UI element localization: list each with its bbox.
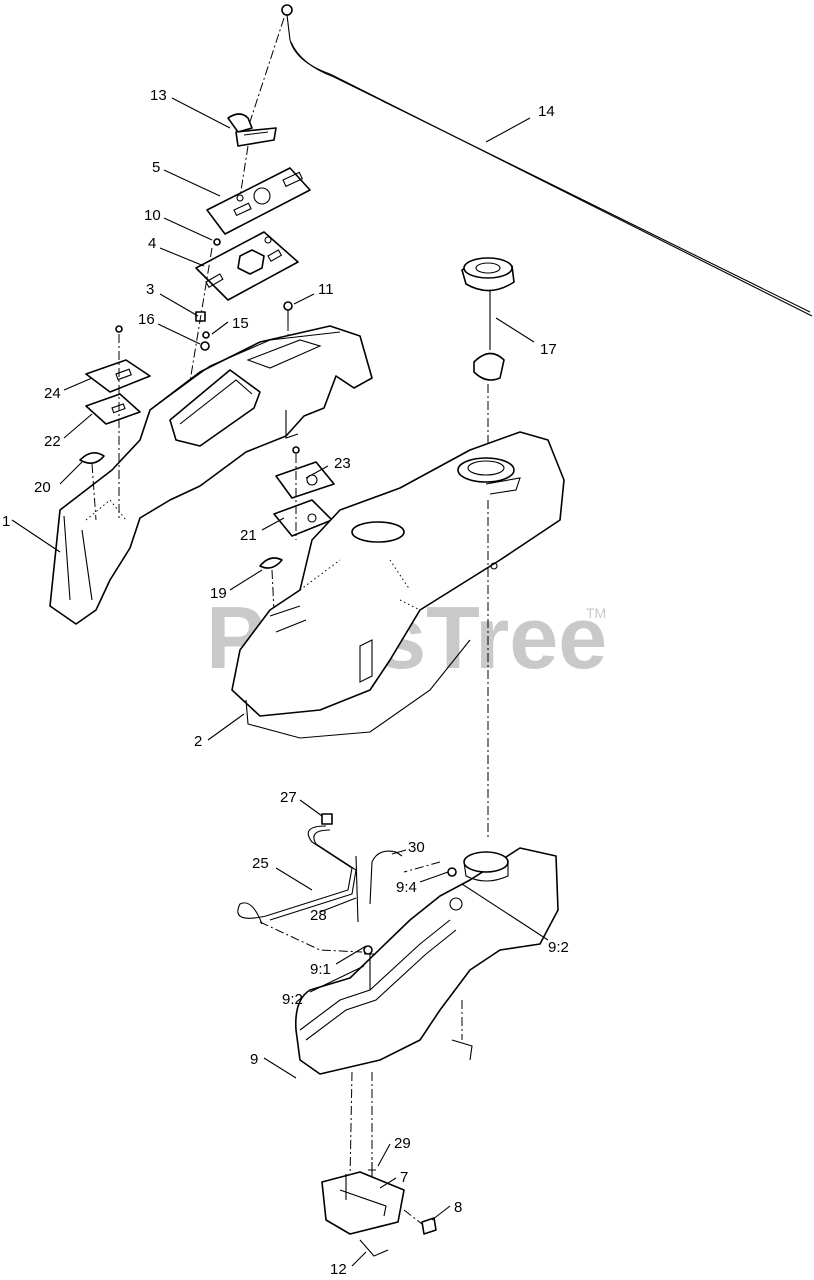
alignment-line-14 [243, 17, 285, 141]
callout-9-4: 9:4 [396, 879, 417, 896]
part-24-decal[interactable] [85, 359, 151, 393]
fuel-line-clip[interactable] [451, 1039, 473, 1061]
callout-8: 8 [454, 1199, 462, 1216]
part-9-fuel-tank[interactable] [294, 847, 559, 1075]
callout-16: 16 [138, 311, 155, 328]
callout-19: 19 [210, 585, 227, 602]
part-17-fuel-cap[interactable] [461, 257, 515, 381]
callout-21: 21 [240, 527, 257, 544]
part-11-screw[interactable] [283, 301, 293, 322]
alignment-line-9-4 [403, 861, 441, 873]
part-10-screw[interactable] [213, 238, 221, 246]
callout-23: 23 [334, 455, 351, 472]
part-4-control-panel[interactable] [195, 231, 299, 301]
part-15-washer[interactable] [202, 331, 210, 339]
callout-29: 29 [394, 1135, 411, 1152]
callout-28: 28 [310, 907, 327, 924]
callout-30: 30 [408, 839, 425, 856]
part-13-knob[interactable] [227, 113, 277, 147]
callout-27: 27 [280, 789, 297, 806]
callout-labels: 13 14 5 10 4 3 16 15 11 17 24 22 20 1 23… [2, 87, 569, 1278]
callout-24: 24 [44, 385, 61, 402]
callout-17: 17 [540, 341, 557, 358]
callout-25: 25 [252, 855, 269, 872]
part-19-grip[interactable] [259, 557, 283, 569]
callout-2: 2 [194, 733, 202, 750]
callout-14: 14 [538, 103, 555, 120]
callout-3: 3 [146, 281, 154, 298]
callout-9: 9 [250, 1051, 258, 1068]
callout-15: 15 [232, 315, 249, 332]
screw-above-24[interactable] [115, 325, 123, 333]
callout-13: 13 [150, 87, 167, 104]
callout-11: 11 [318, 281, 334, 298]
part-5-control-decal[interactable] [206, 167, 311, 235]
part-20-grip[interactable] [79, 452, 105, 464]
callout-5: 5 [152, 159, 160, 176]
callout-22: 22 [44, 433, 61, 450]
part-16-nut[interactable] [200, 341, 210, 351]
screw-above-23[interactable] [292, 446, 300, 454]
alignment-line-19 [271, 569, 275, 613]
callout-20: 20 [34, 479, 51, 496]
alignment-line-8 [403, 1209, 423, 1225]
part-25-fuel-hose[interactable] [237, 825, 357, 925]
part-14-control-cable[interactable] [281, 4, 813, 317]
callout-12: 12 [330, 1261, 347, 1278]
leader-lines [11, 97, 549, 1267]
callout-10: 10 [144, 207, 161, 224]
alignment-line-25 [259, 921, 363, 953]
part-1-left-console[interactable] [49, 325, 373, 625]
callout-9-2-left: 9:2 [282, 991, 303, 1008]
callout-7: 7 [400, 1169, 408, 1186]
callout-1: 1 [2, 513, 10, 530]
part-30-vent-hose[interactable] [369, 850, 403, 905]
alignment-line-9-left [349, 1071, 353, 1181]
callout-4: 4 [148, 235, 156, 252]
part-2-main-body[interactable] [231, 431, 565, 739]
callout-9-2-right: 9:2 [548, 939, 569, 956]
part-12-clip[interactable] [359, 1239, 389, 1257]
part-22-plate[interactable] [85, 393, 141, 425]
part-28-cable-tie[interactable] [355, 855, 359, 923]
part-7-bracket[interactable] [321, 1171, 405, 1235]
alignment-line-20 [91, 463, 97, 521]
part-27-clamp[interactable] [321, 813, 333, 825]
callout-9-1: 9:1 [310, 961, 331, 978]
watermark-trademark: TM [586, 605, 606, 621]
part-8-bolt[interactable] [421, 1217, 437, 1235]
